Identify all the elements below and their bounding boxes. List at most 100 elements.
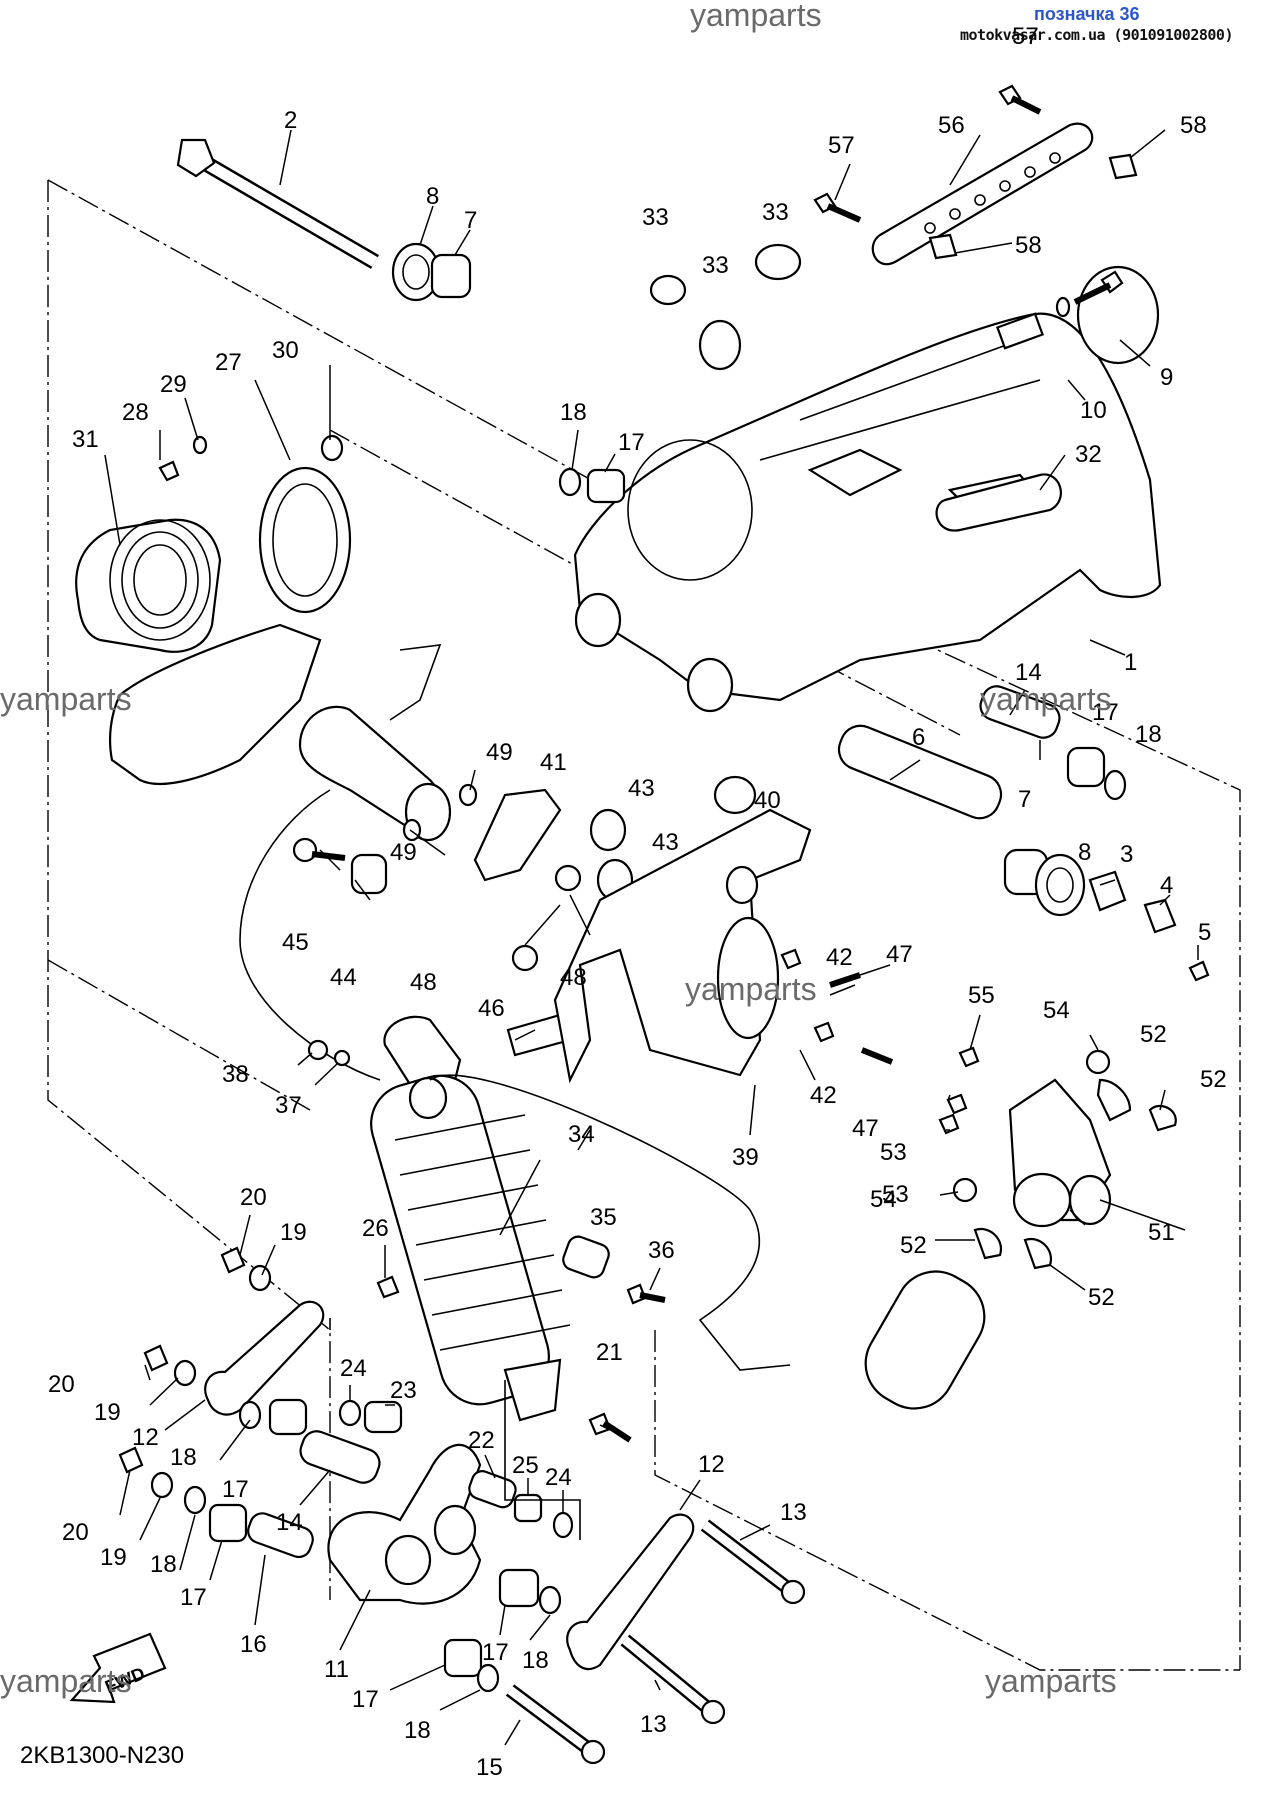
- callout: 53: [880, 1139, 907, 1166]
- drive-boot: [75, 434, 352, 653]
- callout: 4: [1160, 872, 1173, 899]
- watermarks: yamparts yamparts yamparts yamparts yamp…: [0, 0, 1117, 1699]
- clamp-assembly: [938, 1046, 1177, 1270]
- callout: 7: [1018, 786, 1031, 813]
- callout: 12: [698, 1451, 725, 1478]
- callout: 27: [215, 349, 242, 376]
- callout: 53: [882, 1181, 909, 1208]
- callout: 7: [464, 207, 477, 234]
- callout: 5: [1198, 919, 1211, 946]
- callout: 19: [280, 1219, 307, 1246]
- callout: 13: [640, 1711, 667, 1738]
- callout: 14: [276, 1509, 303, 1536]
- callout: 14: [1015, 659, 1042, 686]
- callout: 19: [100, 1544, 127, 1571]
- callout: 36: [648, 1237, 675, 1264]
- callout: 9: [1160, 364, 1173, 391]
- callout: 52: [1088, 1284, 1115, 1311]
- header-tag: позначка 36: [1034, 4, 1140, 24]
- plug-b: [754, 243, 802, 281]
- callout: 20: [48, 1371, 75, 1398]
- callout: 17: [618, 429, 645, 456]
- callout: 13: [780, 1499, 807, 1526]
- callout: 48: [410, 969, 437, 996]
- callout: 35: [590, 1204, 617, 1231]
- callout: 17: [222, 1476, 249, 1503]
- leader-lines: [104, 129, 1199, 1746]
- callout: 8: [426, 183, 439, 210]
- callout: 20: [240, 1184, 267, 1211]
- callout: 43: [628, 775, 655, 802]
- callout: 32: [1075, 441, 1102, 468]
- callout: 22: [468, 1427, 495, 1454]
- callout: 23: [390, 1377, 417, 1404]
- callout: 29: [160, 371, 187, 398]
- watermark-text: yamparts: [0, 1663, 132, 1699]
- callout: 17: [1092, 699, 1119, 726]
- callout: 43: [652, 829, 679, 856]
- callout: 39: [732, 1144, 759, 1171]
- callout: 52: [1200, 1066, 1227, 1093]
- callout: 45: [282, 929, 309, 956]
- callout: 49: [486, 739, 513, 766]
- bearing-upper: [430, 253, 472, 299]
- pivot-shaft: [176, 138, 380, 269]
- callout: 47: [852, 1115, 879, 1142]
- grommet: [698, 319, 742, 371]
- bracket-41: [473, 788, 562, 882]
- callout: 20: [62, 1519, 89, 1546]
- callout: 24: [545, 1464, 572, 1491]
- callout: 12: [132, 1424, 159, 1451]
- reservoir: [864, 1270, 986, 1410]
- callout: 48: [560, 964, 587, 991]
- callout: 58: [1180, 112, 1207, 139]
- callout: 18: [150, 1551, 177, 1578]
- callout: 33: [642, 204, 669, 231]
- collar-6: [837, 724, 1003, 820]
- callout: 18: [1135, 721, 1162, 748]
- watermark-text: yamparts: [0, 681, 132, 717]
- callout: 18: [170, 1444, 197, 1471]
- watermark-text: yamparts: [985, 1663, 1117, 1699]
- callout: 26: [362, 1215, 389, 1242]
- callout: 21: [596, 1339, 623, 1366]
- callout: 18: [522, 1647, 549, 1674]
- shock-absorber: [307, 1015, 571, 1422]
- callout: 42: [826, 944, 853, 971]
- callout: 57: [828, 132, 855, 159]
- callout: 47: [886, 941, 913, 968]
- callout: 18: [560, 399, 587, 426]
- callout: 34: [568, 1121, 595, 1148]
- chain-guard: [108, 623, 322, 786]
- callout: 2: [284, 107, 297, 134]
- header-site-link[interactable]: motokvasar.com.ua (901091002800): [960, 26, 1233, 44]
- callout: 17: [352, 1686, 379, 1713]
- callout: 15: [476, 1754, 503, 1781]
- callout: 57: [1012, 23, 1039, 50]
- callout: 56: [938, 112, 965, 139]
- reservoir-bracket: [553, 775, 812, 1084]
- callout: 54: [870, 1186, 897, 1213]
- callout: 49: [390, 839, 417, 866]
- swingarm-cap: [935, 473, 1062, 532]
- plug-a: [649, 274, 687, 306]
- callout: 40: [754, 787, 781, 814]
- callout: 54: [1043, 997, 1070, 1024]
- callout: 19: [94, 1399, 121, 1426]
- callout: 11: [324, 1656, 349, 1683]
- watermark-text: yamparts: [685, 971, 817, 1007]
- callout: 52: [1140, 1021, 1167, 1048]
- watermark-text: yamparts: [980, 681, 1112, 717]
- callout: 17: [180, 1584, 207, 1611]
- adjuster-plate: [813, 84, 1138, 266]
- callout: 24: [340, 1355, 367, 1382]
- callout: 18: [404, 1717, 431, 1744]
- callout: 31: [72, 426, 99, 453]
- callout: 3: [1120, 841, 1133, 868]
- watermark-text: yamparts: [690, 0, 822, 33]
- callout: 6: [912, 724, 925, 751]
- callout: 51: [1148, 1219, 1175, 1246]
- reservoir-hose: [429, 1074, 791, 1371]
- callout: 42: [810, 1082, 837, 1109]
- callout: 8: [1078, 839, 1091, 866]
